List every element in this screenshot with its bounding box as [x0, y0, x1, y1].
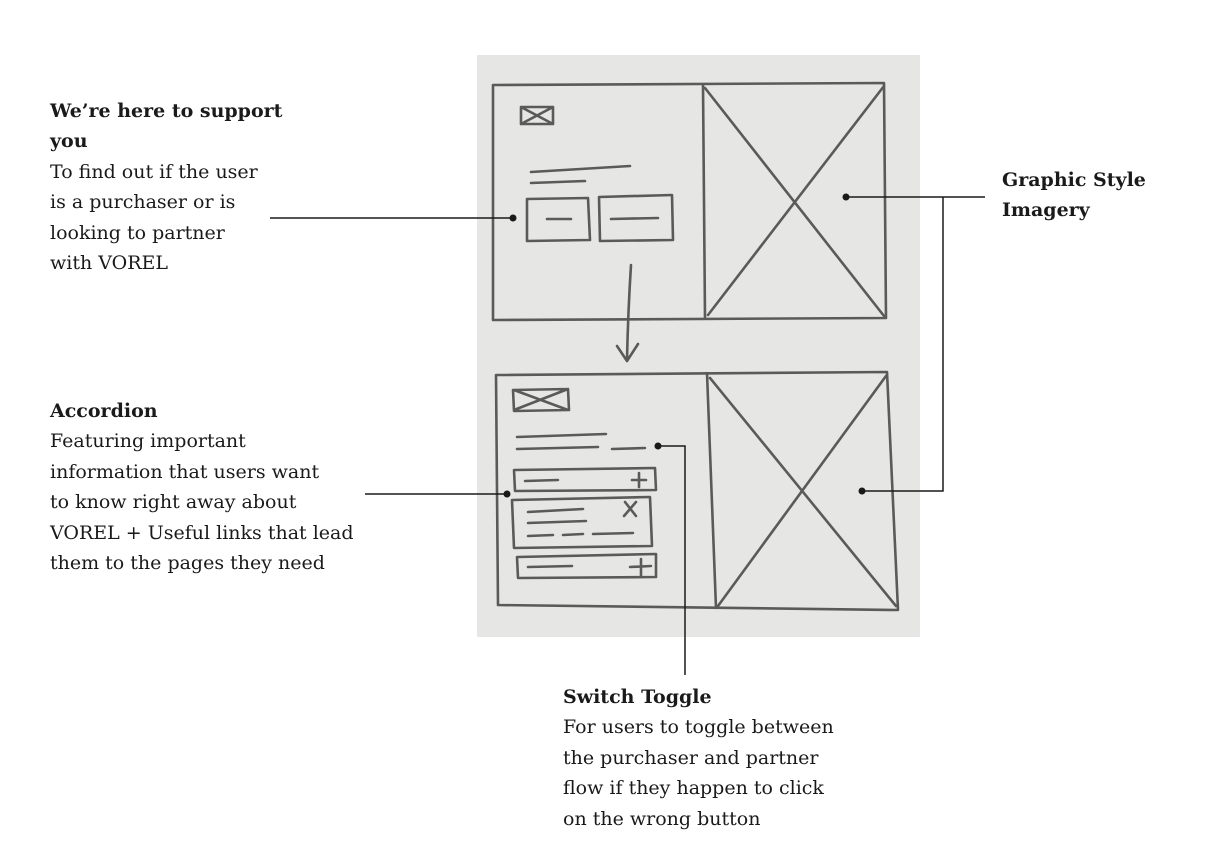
- dot-graphic-bottom: [858, 487, 866, 495]
- image-placeholder-top: [703, 84, 886, 318]
- annotation-toggle-body: For users to toggle between the purchase…: [563, 716, 834, 830]
- dot-support: [509, 214, 517, 222]
- annotation-support-title: We’re here to support you: [50, 100, 283, 153]
- dot-toggle: [654, 442, 662, 450]
- logo-placeholder-bottom: [511, 387, 571, 413]
- wireframe-bottom: [494, 370, 900, 612]
- button-purchaser: [525, 196, 592, 243]
- dot-graphic-top: [842, 193, 850, 201]
- annotation-accordion-body: Featuring important information that use…: [50, 430, 354, 574]
- accordion-item-2: [510, 495, 654, 550]
- annotation-graphic-title: Graphic Style Imagery: [1002, 169, 1146, 222]
- leader-line-graphic: [847, 196, 985, 492]
- annotation-accordion-title: Accordion: [50, 400, 158, 422]
- annotation-graphic-style: Graphic Style Imagery: [1002, 165, 1202, 226]
- leader-line-toggle: [660, 445, 686, 675]
- heading-line-bottom: [515, 432, 647, 451]
- annotation-accordion: Accordion Featuring important informatio…: [50, 396, 380, 578]
- annotation-support-body: To find out if the user is a purchaser o…: [50, 160, 258, 274]
- button-partner: [597, 193, 675, 243]
- flow-arrow: [615, 263, 640, 363]
- wireframe-top: [491, 81, 888, 363]
- image-placeholder-bottom: [708, 374, 898, 608]
- annotation-support: We’re here to support you To find out if…: [50, 96, 290, 278]
- dot-accordion: [503, 490, 511, 498]
- annotation-toggle-title: Switch Toggle: [563, 686, 712, 708]
- accordion-item-1: [512, 466, 658, 493]
- logo-placeholder-top: [519, 105, 555, 126]
- annotation-switch-toggle: Switch Toggle For users to toggle betwee…: [563, 682, 883, 834]
- heading-line-top: [529, 164, 632, 185]
- accordion-item-3: [515, 552, 658, 580]
- sketch-paper: [477, 55, 920, 637]
